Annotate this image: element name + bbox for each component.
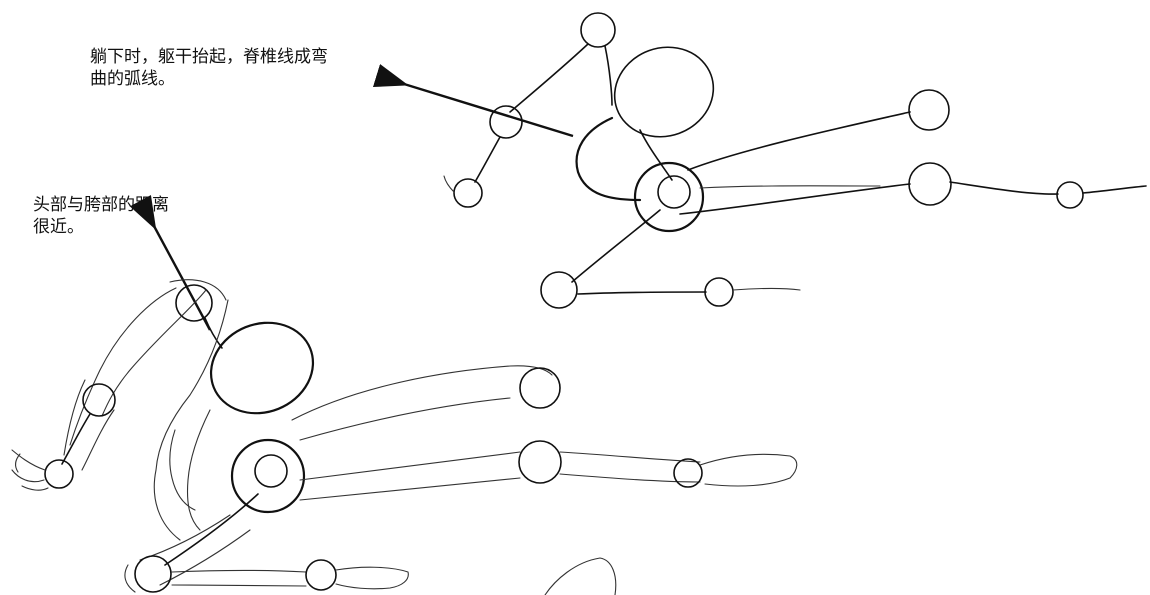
figure-lower-arm-contour <box>140 515 250 585</box>
figure-forearm-lower <box>172 571 306 587</box>
skeleton-pelvis-outer <box>635 163 703 231</box>
skeleton-hip-to-thigh <box>700 186 880 188</box>
skeleton-wrist-joint <box>454 179 482 207</box>
skeleton-pelvis-joint <box>658 176 690 208</box>
figure-ankle <box>674 459 702 487</box>
skeleton-wrist-lower <box>705 278 733 306</box>
arrow-head-hip <box>154 226 210 330</box>
figure-back-contour <box>125 565 135 592</box>
figure-thigh-contour-top <box>292 366 552 420</box>
skeleton-forearm-lower <box>578 292 706 294</box>
figure-knee-upper <box>520 368 560 408</box>
figure-wrist <box>45 460 73 488</box>
skeleton-elbow-lower <box>541 272 577 308</box>
figure-hand-lower <box>336 567 408 589</box>
figure-arm-contour-inner <box>102 290 206 416</box>
skeleton-knee-lower <box>909 163 951 205</box>
figure-torso-contour-spine <box>170 430 195 510</box>
skeleton-thigh-upper <box>688 112 910 170</box>
figure-elbow-lower <box>135 556 171 592</box>
muscle-figure-lower <box>12 280 797 592</box>
skeleton-ankle <box>1057 182 1083 208</box>
skeleton-forearm <box>475 137 500 182</box>
skeleton-hand <box>444 176 454 192</box>
skeleton-foot <box>1083 186 1146 193</box>
skeleton-thigh-lower <box>680 184 910 214</box>
skeleton-upper-arm <box>510 44 588 112</box>
annotation-arrows <box>154 84 573 330</box>
figure-foot <box>700 454 797 486</box>
figure-pelvis-outer <box>232 440 304 512</box>
skeleton-elbow-joint <box>490 106 522 138</box>
figure-head <box>197 308 326 429</box>
figure-arm-contour-mid <box>170 280 226 300</box>
figure-shin-contour <box>560 452 700 482</box>
figure-wrist-lower <box>306 560 336 590</box>
partial-head-outline <box>545 558 616 595</box>
skeleton-knee-upper <box>909 90 949 130</box>
skeleton-spine <box>577 118 640 200</box>
figure-pelvis-joint <box>255 455 287 487</box>
partial-sketch-bottom <box>545 558 616 595</box>
figure-lower-arm-bone <box>165 494 258 565</box>
figure-torso-contour-back <box>154 300 228 540</box>
skeleton-head <box>602 34 726 151</box>
figure-hand <box>12 450 48 490</box>
skeleton-figure-upper <box>444 13 1146 308</box>
figure-thigh-contour-mid <box>300 398 510 440</box>
skeleton-shoulder-joint <box>581 13 615 47</box>
skeleton-shin <box>950 182 1058 194</box>
figure-forearm-bone <box>62 414 90 464</box>
figure-thigh-lower-contour <box>300 452 520 500</box>
skeleton-arm-lower <box>572 210 660 282</box>
figure-torso-contour-chest <box>188 410 211 530</box>
skeleton-shoulder-link <box>605 46 612 105</box>
skeleton-hand-lower <box>733 289 800 291</box>
figure-knee-lower <box>519 441 561 483</box>
arrow-spine-curve <box>404 84 573 136</box>
